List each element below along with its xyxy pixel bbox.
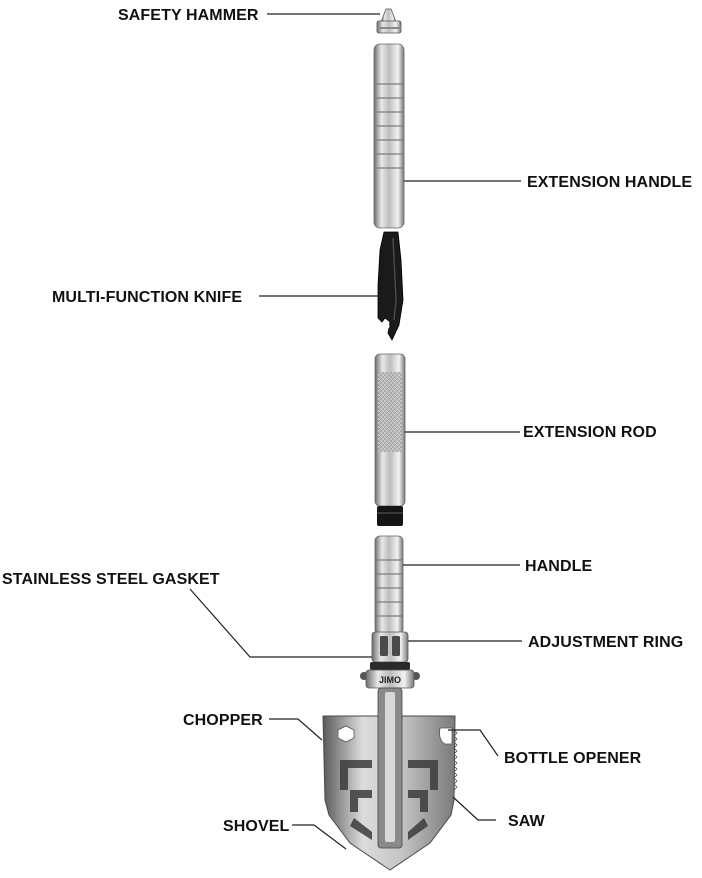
leader-shovel [292, 824, 347, 850]
handle-part [374, 535, 404, 635]
part-labels: SAFETY HAMMER EXTENSION HANDLE MULTI-FUN… [2, 7, 692, 835]
label-extension-handle: EXTENSION HANDLE [527, 174, 692, 191]
label-stainless-steel-gasket: STAINLESS STEEL GASKET [2, 571, 220, 588]
multi-function-knife-part [377, 231, 404, 341]
label-shovel: SHOVEL [223, 818, 290, 835]
label-adjustment-ring: ADJUSTMENT RING [528, 634, 683, 651]
leader-bottle-opener [448, 729, 499, 757]
label-chopper: CHOPPER [183, 712, 263, 729]
label-safety-hammer: SAFETY HAMMER [118, 7, 259, 24]
leader-stainless-steel-gasket [189, 588, 372, 658]
leader-chopper [269, 718, 323, 741]
label-multi-function-knife: MULTI-FUNCTION KNIFE [52, 289, 242, 306]
leader-lines [189, 13, 522, 850]
leader-saw [452, 796, 496, 821]
label-saw: SAW [508, 813, 546, 830]
label-handle: HANDLE [525, 558, 592, 575]
extension-rod-part [374, 353, 406, 526]
label-extension-rod: EXTENSION ROD [523, 424, 657, 441]
shovel-blade-part [322, 687, 458, 871]
adjustment-ring-part: JIMO [360, 631, 420, 689]
extension-handle-part [373, 43, 405, 229]
label-bottle-opener: BOTTLE OPENER [504, 750, 642, 767]
safety-hammer-part [376, 8, 402, 34]
brand-mark: JIMO [379, 675, 401, 685]
